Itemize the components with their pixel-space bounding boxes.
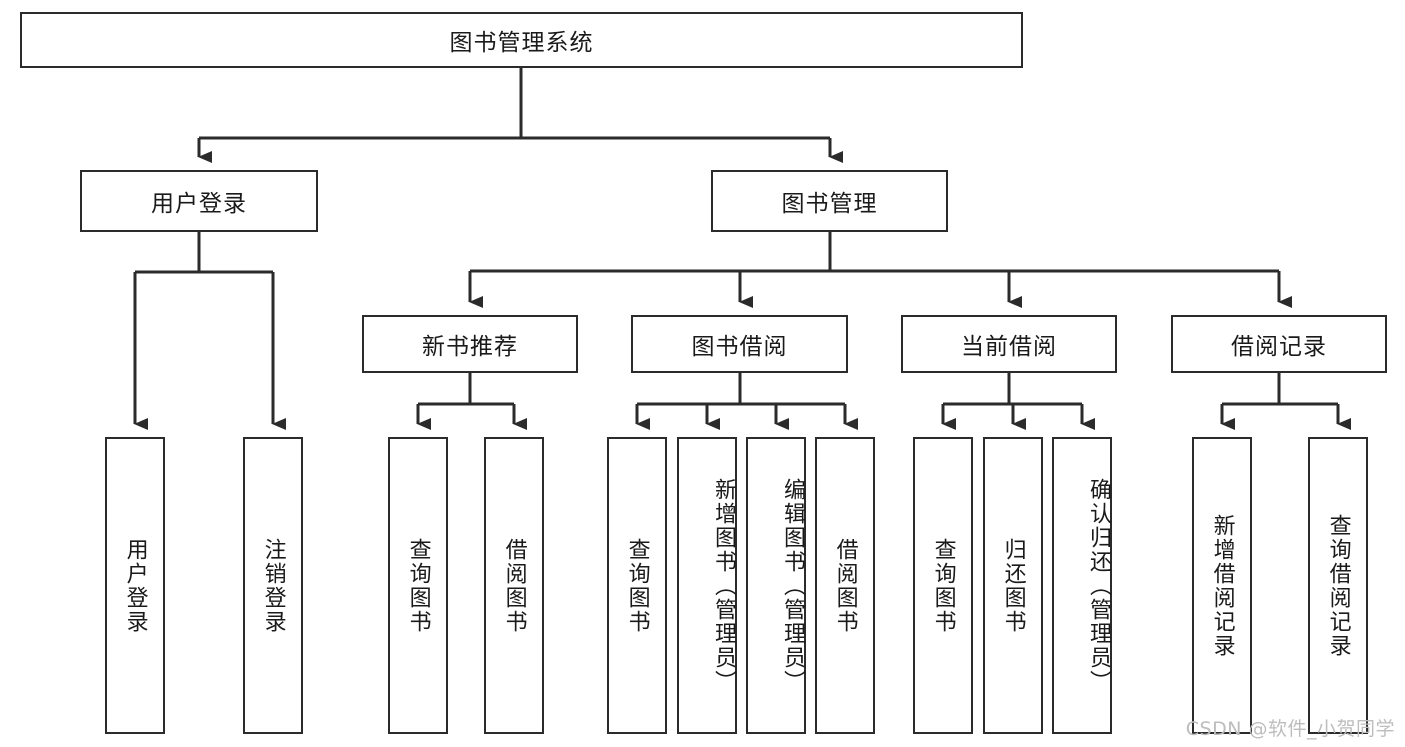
node-user-login[interactable]: 用户登录 bbox=[80, 170, 318, 232]
node-leaf-return-book[interactable]: 归还图书 bbox=[983, 437, 1043, 734]
node-leaf-edit-book[interactable]: 编辑图书（管理员） bbox=[746, 437, 806, 734]
node-borrow-record[interactable]: 借阅记录 bbox=[1171, 315, 1387, 373]
node-leaf-borrow-book-1[interactable]: 借阅图书 bbox=[484, 437, 544, 734]
node-new-book-recommend-label: 新书推荐 bbox=[422, 334, 518, 360]
node-leaf-add-book-label: 新增图书（管理员） bbox=[711, 477, 736, 694]
node-leaf-query-book-2[interactable]: 查询图书 bbox=[607, 437, 667, 734]
node-leaf-logout[interactable]: 注销登录 bbox=[243, 437, 303, 734]
node-leaf-add-record[interactable]: 新增借阅记录 bbox=[1192, 437, 1252, 734]
node-leaf-add-record-label: 新增借阅记录 bbox=[1209, 513, 1235, 658]
node-book-management[interactable]: 图书管理 bbox=[711, 170, 948, 232]
node-leaf-query-book-1-label: 查询图书 bbox=[405, 537, 431, 634]
node-leaf-query-book-1[interactable]: 查询图书 bbox=[388, 437, 448, 734]
node-leaf-query-book-3-label: 查询图书 bbox=[930, 537, 956, 634]
node-user-login-label: 用户登录 bbox=[151, 191, 247, 217]
node-leaf-confirm-return[interactable]: 确认归还（管理员） bbox=[1052, 437, 1112, 734]
node-book-management-label: 图书管理 bbox=[781, 191, 878, 217]
node-current-borrow[interactable]: 当前借阅 bbox=[901, 315, 1117, 373]
node-leaf-query-record[interactable]: 查询借阅记录 bbox=[1308, 437, 1368, 734]
node-leaf-return-book-label: 归还图书 bbox=[1000, 537, 1026, 634]
node-leaf-confirm-return-label: 确认归还（管理员） bbox=[1086, 477, 1111, 694]
node-leaf-user-login-label: 用户登录 bbox=[122, 537, 148, 634]
node-leaf-borrow-book-2-label: 借阅图书 bbox=[832, 537, 858, 634]
node-borrow-record-label: 借阅记录 bbox=[1231, 334, 1327, 360]
node-leaf-query-book-3[interactable]: 查询图书 bbox=[913, 437, 973, 734]
node-current-borrow-label: 当前借阅 bbox=[961, 334, 1057, 360]
node-book-borrow[interactable]: 图书借阅 bbox=[631, 315, 848, 373]
node-leaf-edit-book-label: 编辑图书（管理员） bbox=[780, 477, 805, 694]
node-leaf-user-login[interactable]: 用户登录 bbox=[105, 437, 165, 734]
node-leaf-query-record-label: 查询借阅记录 bbox=[1325, 513, 1351, 658]
node-root[interactable]: 图书管理系统 bbox=[20, 12, 1023, 68]
node-new-book-recommend[interactable]: 新书推荐 bbox=[362, 315, 578, 373]
node-book-borrow-label: 图书借阅 bbox=[691, 334, 788, 360]
node-leaf-borrow-book-1-label: 借阅图书 bbox=[501, 537, 527, 634]
node-leaf-logout-label: 注销登录 bbox=[260, 537, 286, 634]
watermark-text: CSDN @软件_小贺同学 bbox=[1185, 718, 1395, 740]
node-root-label: 图书管理系统 bbox=[449, 30, 594, 56]
node-leaf-borrow-book-2[interactable]: 借阅图书 bbox=[815, 437, 875, 734]
node-leaf-add-book[interactable]: 新增图书（管理员） bbox=[677, 437, 737, 734]
node-leaf-query-book-2-label: 查询图书 bbox=[624, 537, 650, 634]
